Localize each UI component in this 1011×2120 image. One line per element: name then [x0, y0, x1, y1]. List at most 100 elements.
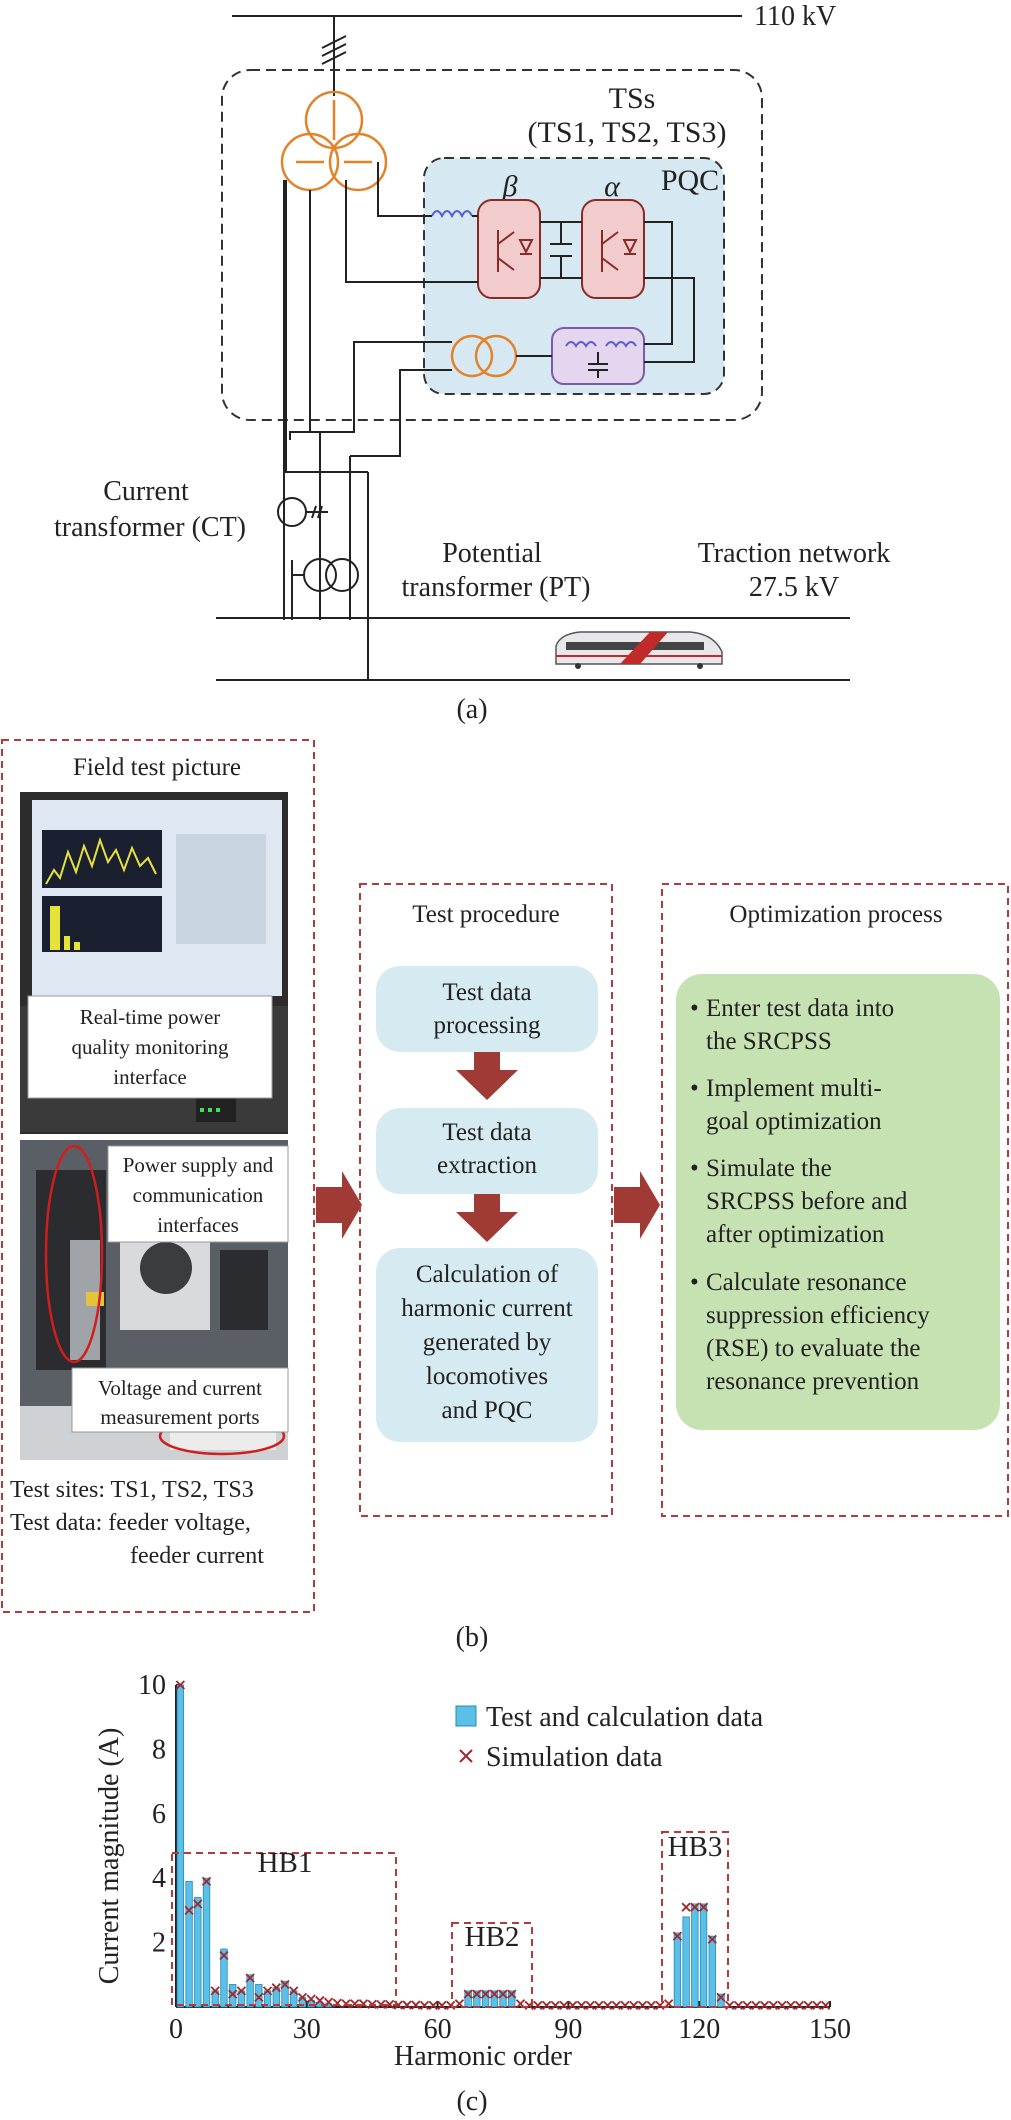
- simulation-marker: [698, 1902, 709, 1912]
- callout-power-line-3: interfaces: [157, 1213, 239, 1237]
- marker-stroke: [742, 2000, 752, 2011]
- marker-stroke: [821, 2000, 831, 2011]
- callout-measure-box: [71, 1367, 289, 1433]
- simulation-marker: [376, 1999, 386, 2010]
- legend-bar-swatch: [455, 1705, 477, 1727]
- x-tick-label: 90: [554, 2014, 582, 2045]
- marker-stroke: [193, 1899, 203, 1909]
- marker-stroke: [480, 1989, 491, 1999]
- marker-stroke: [568, 2000, 578, 2011]
- simulation-marker: [707, 1934, 717, 1945]
- procedure-step-3-line-2: harmonic current: [401, 1295, 573, 1322]
- marker-stroke: [350, 1999, 360, 2009]
- simulation-marker: [350, 1999, 360, 2009]
- marker-stroke: [210, 1986, 220, 1996]
- y-tick-label: 6: [152, 1799, 166, 1830]
- callout-monitor-line-1: Real-time power: [80, 1005, 221, 1029]
- train-icon: [555, 631, 723, 669]
- chart-legend: Test and calculation data Simulation dat…: [455, 1702, 764, 1773]
- simulation-marker: [341, 1999, 351, 2009]
- ts-label: TSs: [609, 82, 656, 115]
- marker-stroke: [541, 2000, 552, 2011]
- arrow-step-2-to-3: [456, 1194, 518, 1242]
- hb2-label: HB2: [465, 1921, 520, 1953]
- simulation-marker: [271, 1983, 281, 1993]
- legend-marker-label: Simulation data: [486, 1742, 663, 1773]
- simulation-marker: [228, 1989, 238, 1999]
- marker-stroke: [454, 1999, 465, 2009]
- caption-b: (b): [456, 1622, 489, 1653]
- marker-stroke: [271, 1983, 281, 1993]
- harmonic-bar: [691, 1903, 699, 2008]
- simulation-marker: [411, 2000, 421, 2010]
- marker-stroke: [576, 2000, 587, 2011]
- marker-stroke: [515, 1999, 526, 2009]
- callout-measure-line-2: measurement ports: [100, 1405, 259, 1429]
- simulation-marker: [594, 2000, 604, 2011]
- marker-stroke: [786, 2000, 796, 2011]
- simulation-marker: [219, 1950, 229, 1961]
- simulation-marker: [262, 1986, 273, 1996]
- simulation-marker: [480, 1989, 491, 1999]
- marker-stroke: [289, 1986, 299, 1996]
- simulation-marker: [472, 1989, 482, 1999]
- marker-stroke: [254, 1992, 264, 2002]
- caption-c: (c): [456, 2086, 487, 2117]
- marker-stroke: [690, 1902, 700, 1912]
- x-tick-label: 60: [424, 2014, 452, 2045]
- simulation-marker: [498, 1989, 508, 1999]
- bus-110kv-label: 110 kV: [754, 1, 836, 32]
- harmonic-bar: [176, 1684, 185, 2008]
- simulation-marker: [559, 2000, 569, 2011]
- callout-monitor-line-2: quality monitoring: [72, 1035, 229, 1059]
- marker-stroke: [794, 2000, 805, 2011]
- optimization-title: Optimization process: [729, 901, 942, 928]
- panel-a-circuit: 110 kV TSs (TS1, TS2, TS3) PQC β α: [54, 1, 890, 725]
- marker-stroke: [245, 1973, 255, 1983]
- simulation-marker: [742, 2000, 752, 2011]
- simulation-marker: [655, 2000, 665, 2011]
- harmonic-bar: [229, 1984, 237, 2008]
- simulation-marker: [733, 2000, 744, 2011]
- bullet-4-line-4: resonance prevention: [706, 1368, 920, 1395]
- callout-power-line-1: Power supply and: [123, 1153, 274, 1177]
- marker-stroke: [306, 1994, 316, 2004]
- marker-stroke: [585, 2000, 595, 2011]
- marker-stroke: [655, 2000, 665, 2011]
- marker-stroke: [533, 2000, 543, 2011]
- procedure-step-3: [376, 1248, 598, 1442]
- harmonic-bar: [699, 1903, 708, 2008]
- y-tick-label: 10: [138, 1670, 166, 1701]
- internal-wiring: [283, 162, 695, 680]
- marker-stroke: [446, 2000, 456, 2011]
- simulation-marker: [446, 2000, 456, 2011]
- simulation-marker: [690, 1902, 700, 1912]
- harmonic-bar: [185, 1881, 193, 2008]
- procedure-step-3-line-3: generated by: [423, 1329, 552, 1356]
- harmonic-bar: [281, 1980, 289, 2008]
- marker-stroke: [472, 1989, 482, 1999]
- simulation-marker: [768, 2000, 778, 2011]
- simulation-marker: [315, 1995, 325, 2006]
- marker-stroke: [559, 2000, 569, 2011]
- simulation-marker: [184, 1905, 194, 1916]
- procedure-step-1-line-2: processing: [434, 1012, 541, 1039]
- ts-sublabel: (TS1, TS2, TS3): [528, 116, 727, 149]
- simulation-marker: [489, 1989, 499, 1999]
- optimization-box: [661, 883, 1009, 1517]
- simulation-marker: [419, 2000, 430, 2011]
- simulation-marker: [629, 2000, 639, 2011]
- simulation-marker: [672, 1931, 683, 1941]
- procedure-step-3-line-5: and PQC: [442, 1397, 533, 1424]
- simulation-marker: [611, 2000, 621, 2011]
- marker-stroke: [550, 2000, 560, 2011]
- marker-stroke: [428, 2000, 438, 2011]
- harmonic-bar: [202, 1877, 211, 2008]
- marker-stroke: [812, 2000, 822, 2011]
- network-sublabel: 27.5 kV: [749, 572, 839, 603]
- marker-stroke: [419, 2000, 430, 2011]
- simulation-marker: [786, 2000, 796, 2011]
- harmonic-bar: [464, 1990, 472, 2008]
- harmonic-bar: [673, 1932, 682, 2008]
